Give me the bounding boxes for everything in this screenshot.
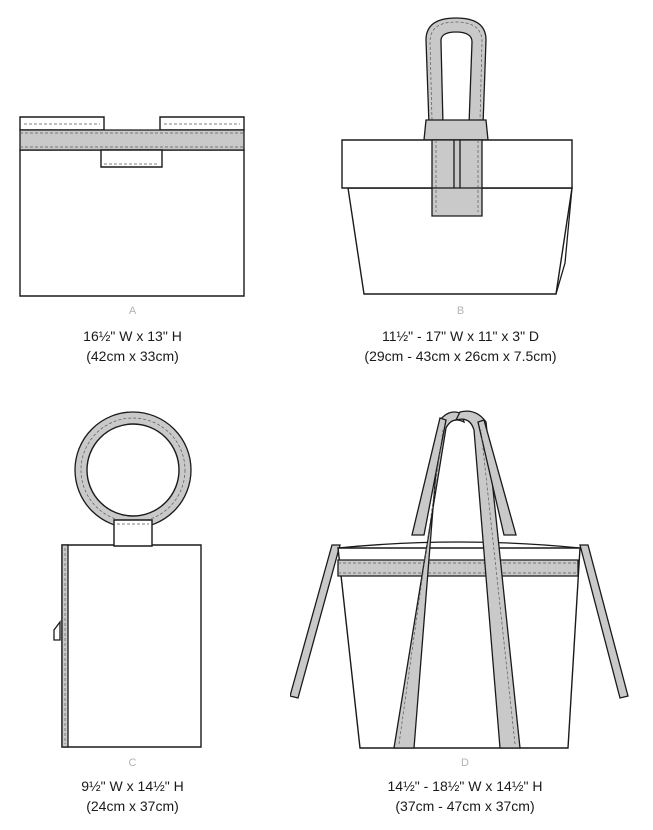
bag-a-left-flap [20,117,104,130]
bag-a-right-flap [160,117,244,130]
bag-b-handle [426,18,486,125]
size-metric: (24cm x 37cm) [86,798,179,814]
bag-d-body [338,548,580,748]
bag-c-zipper-pull [54,622,60,640]
bag-d-left-tie [290,545,340,698]
bag-d-drawing [290,400,640,755]
bag-d-band [338,560,578,576]
bag-d-strap-right [456,411,520,748]
bag-d-right-tie [580,545,628,698]
view-letter: A [128,305,137,317]
view-letter: D [461,757,469,769]
size-metric: (29cm - 43cm x 26cm x 7.5cm) [364,348,557,364]
bag-a-drawing [0,100,265,300]
size-imperial: 14½" - 18½" W x 14½" H [387,778,543,794]
size-metric: (37cm - 47cm x 37cm) [395,798,535,814]
bag-b-strap [432,140,482,216]
bag-c-body [62,545,201,747]
view-letter: B [456,305,465,317]
view-c: C 9½" W x 14½" H (24cm x 37cm) [0,400,265,825]
view-d: D 14½" - 18½" W x 14½" H (37cm - 47cm x … [290,400,640,825]
size-imperial: 11½" - 17" W x 11" x 3" D [381,328,540,344]
size-imperial: 16½" W x 13" H [83,328,182,344]
bag-b-drawing [328,0,593,300]
view-letter: C [128,757,137,769]
size-imperial: 9½" W x 14½" H [81,778,184,794]
view-a: A 16½" W x 13" H (42cm x 33cm) [0,100,265,370]
size-metric: (42cm x 33cm) [86,348,179,364]
bag-a-handle-slot [101,150,162,167]
view-b: B 11½" - 17" W x 11" x 3" D (29cm - 43cm… [328,0,593,370]
bag-d-strap-back-right [478,420,516,535]
bag-d-strap-back-left [412,418,446,535]
bag-c-drawing [0,400,265,755]
bag-a-body [20,150,244,296]
bag-b-handle-base [424,120,488,140]
